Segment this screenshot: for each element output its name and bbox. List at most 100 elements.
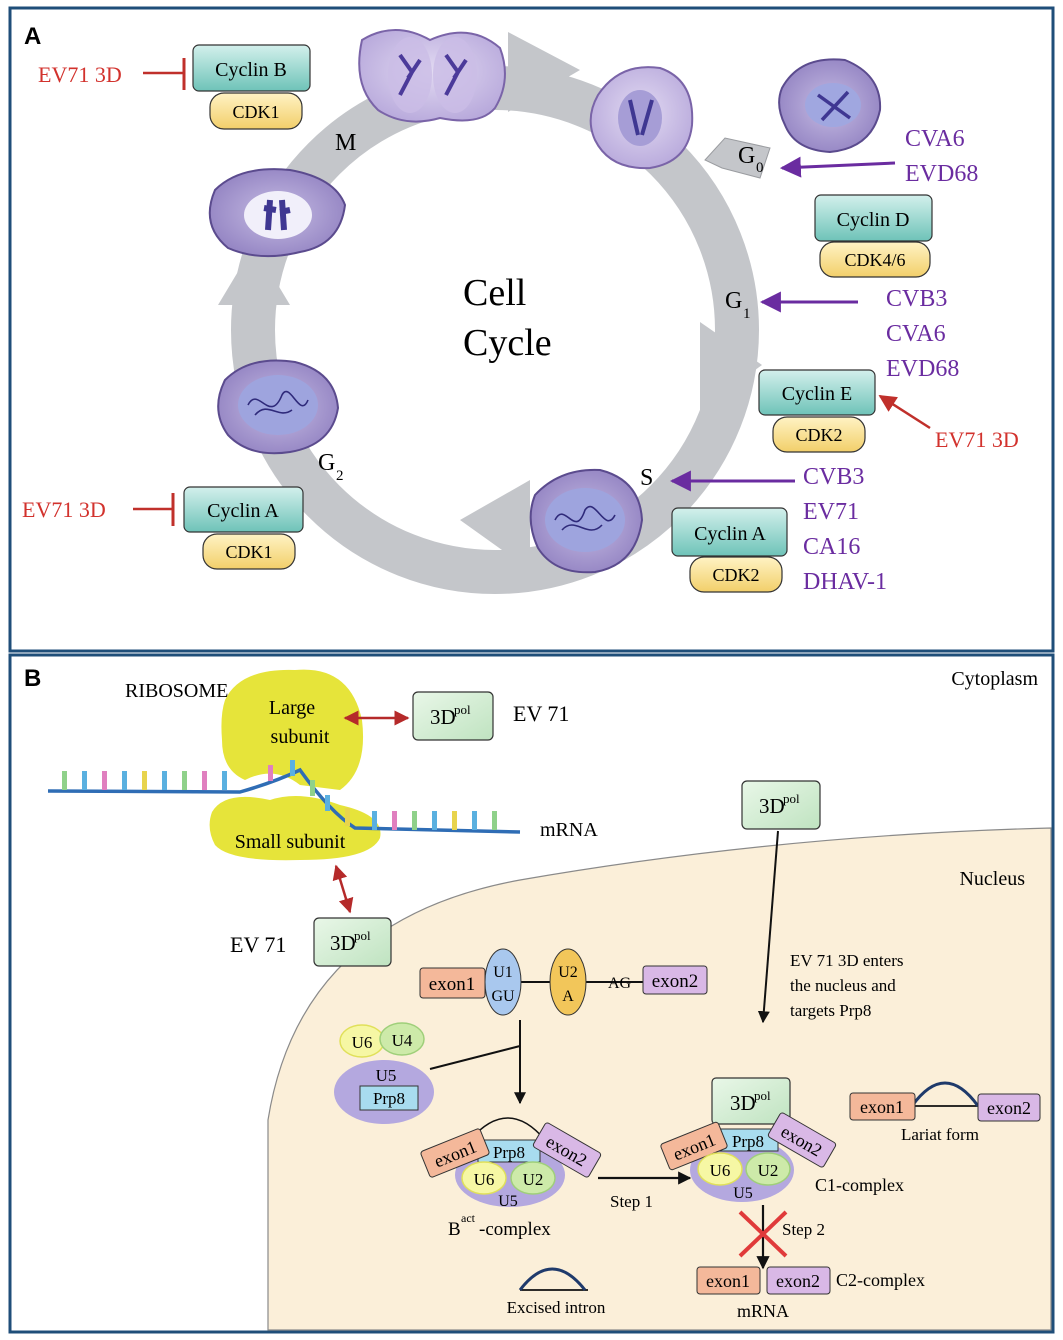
s-virus-ev71: EV71 [803,499,859,525]
c1-complex-label: C1-complex [815,1175,904,1195]
cdk1-bottom-label: CDK1 [225,542,272,562]
ev71-3d-cyclin-e-activation: EV71 3D [878,394,1019,452]
u2-particle: U2 A [549,948,587,1016]
g0-branch [704,137,771,179]
cyclin-d-group: Cyclin D CDK4/6 [814,194,933,278]
phase-g0-sub: 0 [756,160,764,176]
u4-label: U4 [392,1031,413,1050]
u6-bact-label: U6 [474,1170,495,1189]
pol-top-sup: pol [454,702,471,717]
s-virus-dhav1: DHAV-1 [803,569,887,595]
small-subunit-pol-arrow [332,864,354,914]
phase-g1-sub: 1 [743,306,751,322]
c2-product: exon1 exon2 [696,1266,831,1295]
cyclin-e-group: Cyclin E CDK2 [758,369,876,453]
ring-arrowhead-right [700,322,762,410]
step2-label: Step 2 [782,1220,825,1239]
ring-arrowhead-bottom [460,480,530,570]
phase-m-label: M [335,130,356,156]
phase-g1-main: G [725,288,742,314]
cdk1-top-label: CDK1 [232,102,279,122]
nucleus-region [267,827,1052,1331]
cell-early-g1 [589,66,694,170]
pol-top-main: 3D [430,705,456,729]
phase-g2-main: G [318,450,335,476]
excised-intron-label: Excised intron [507,1298,606,1317]
c2-complex-label: C2-complex [836,1270,925,1290]
bact-rest: -complex [479,1219,551,1240]
cytoplasm-label: Cytoplasm [951,668,1038,690]
mrna-strand [47,767,521,834]
cdk2-e-box [772,416,866,453]
cdk1-top-box [209,92,303,130]
step1-label: Step 1 [610,1192,653,1211]
excised-intron [518,1267,588,1291]
ev71-bottom-label: EV 71 [230,932,286,957]
small-subunit-label: Small subunit [235,831,346,853]
c1-complex: 3D pol Prp8 exon1 exon2 U6 U2 U5 [660,1077,837,1202]
cyclin-a-left-group: Cyclin A CDK1 [183,486,304,570]
cell-m-telophase [358,29,506,123]
g1-virus-list: CVB3 CVA6 EVD68 [886,286,959,382]
exon1-top: exon1 [419,967,486,999]
cyclin-b-label: Cyclin B [215,59,287,81]
cyclin-a-left-box [183,486,304,533]
g0-virus-evd68: EVD68 [905,161,978,187]
cell-s [529,468,644,574]
g1-virus-evd68: EVD68 [886,356,959,382]
cdk1-bottom-box [202,533,296,570]
cell-g0 [778,58,882,154]
cell-g2 [217,359,340,455]
u1-particle: U1 GU [484,948,522,1016]
prp8-bact-label: Prp8 [493,1143,525,1162]
cyclin-a-right-group: Cyclin A CDK2 [671,507,788,593]
cdk2-a-label: CDK2 [712,565,759,585]
mrna-product-label: mRNA [737,1301,789,1321]
gu-label: GU [491,988,515,1005]
pol-c1-sup: pol [754,1088,771,1103]
ev71-top-label: EV 71 [513,701,569,726]
ag-label: AG [608,975,632,992]
large-subunit-label-2: subunit [271,726,330,748]
step2-block-cross [738,1210,788,1258]
pol-bottom-sup: pol [354,928,371,943]
cyclin-e-box [758,369,876,416]
u5-top-label: U5 [376,1066,397,1085]
u2-label: U2 [558,964,578,981]
cyclin-a-right-label: Cyclin A [694,523,766,545]
prp8-top-label: Prp8 [373,1089,405,1108]
cell-cycle-title-line1: Cell [463,272,526,314]
large-subunit-label-1: Large [269,697,315,719]
u6-c1-label: U6 [710,1161,731,1180]
exon1-c2-label: exon1 [706,1271,750,1291]
exon2-top-label: exon2 [652,971,698,992]
nucleus-label: Nucleus [959,868,1025,890]
ring-arrowhead-top [508,32,580,112]
phase-g2-sub: 2 [336,468,344,484]
pol-cyto-sup: pol [783,791,800,806]
phase-g1-label: G 1 [725,288,751,322]
cyclin-e-label: Cyclin E [782,383,853,405]
ev71-3d-cyclin-b-inhibition: EV71 3D [38,58,186,90]
g0-virus-arrow [779,156,896,178]
cyclin-d-label: Cyclin D [837,209,910,231]
cdk2-e-label: CDK2 [795,425,842,445]
u2-c1-label: U2 [758,1161,779,1180]
pol-box-top: 3D pol [412,691,494,741]
ribosome-label: RIBOSOME [125,680,228,702]
g0-virus-cva6: CVA6 [905,126,965,152]
bact-complex: Prp8 exon1 exon2 U6 U2 U5 [420,1117,602,1210]
ev71-3d-e-label: EV71 3D [935,427,1019,452]
a-label: A [562,988,574,1005]
g0-virus-list: CVA6 EVD68 [905,126,978,187]
cdk46-box [819,241,931,278]
phase-g0-label: G 0 [738,143,764,176]
lariat-form: exon1 exon2 [849,1081,1041,1122]
cyclin-b-box [192,44,311,92]
cyclin-d-box [814,194,933,242]
ev71-3d-b-label: EV71 3D [38,62,122,87]
exon1-lariat-label: exon1 [860,1097,904,1117]
cdk46-label: CDK4/6 [844,250,905,270]
pol-bottom-main: 3D [330,931,356,955]
